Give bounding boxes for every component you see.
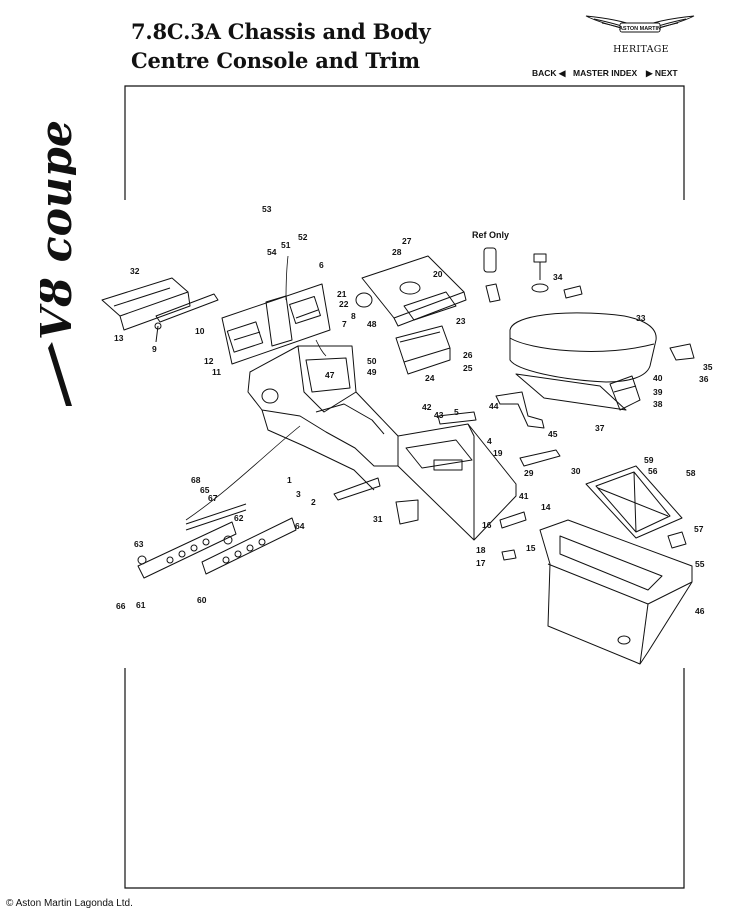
callout-52: 52 xyxy=(298,232,308,242)
callout-44: 44 xyxy=(489,401,499,411)
callout-60: 60 xyxy=(197,595,207,605)
callout-4: 4 xyxy=(487,436,492,446)
callout-33: 33 xyxy=(636,313,646,323)
callout-31: 31 xyxy=(373,514,383,524)
console-body-part xyxy=(247,345,399,491)
callout-12: 12 xyxy=(204,356,214,366)
brand-heritage-label: HERITAGE xyxy=(613,44,669,55)
callout-35: 35 xyxy=(703,362,713,372)
callout-37: 37 xyxy=(595,423,605,433)
callout-19: 19 xyxy=(493,448,503,458)
callout-21: 21 xyxy=(337,289,347,299)
model-logo-text: V8 coupe xyxy=(40,120,76,340)
callout-15: 15 xyxy=(526,543,536,553)
callout-18: 18 xyxy=(476,545,486,555)
callout-43: 43 xyxy=(434,410,444,420)
callout-20: 20 xyxy=(433,269,443,279)
callout-27: 27 xyxy=(402,236,412,246)
vent-assembly-part xyxy=(101,277,219,343)
callout-13: 13 xyxy=(114,333,124,343)
callout-50: 50 xyxy=(367,356,377,366)
callout-59: 59 xyxy=(644,455,654,465)
callout-65: 65 xyxy=(200,485,210,495)
brand-wordmark: ASTON MARTIN xyxy=(619,26,661,32)
callout-42: 42 xyxy=(422,402,432,412)
back-link[interactable]: BACK ◀ xyxy=(532,68,566,78)
callout-49: 49 xyxy=(367,367,377,377)
callout-14: 14 xyxy=(541,502,551,512)
callout-64: 64 xyxy=(295,521,305,531)
callout-32: 32 xyxy=(130,266,140,276)
callout-57: 57 xyxy=(694,524,704,534)
callout-26: 26 xyxy=(463,350,473,360)
callout-11: 11 xyxy=(212,367,221,377)
callout-24: 24 xyxy=(425,373,435,383)
callout-2: 2 xyxy=(311,497,316,507)
callout-66: 66 xyxy=(116,601,126,611)
armrest-lid-part xyxy=(509,312,657,411)
callout-28: 28 xyxy=(392,247,402,257)
ref-only-label: Ref Only xyxy=(472,230,509,240)
callout-3: 3 xyxy=(296,489,301,499)
bin-lid-part xyxy=(585,465,687,549)
misc-brackets xyxy=(333,343,695,561)
callout-5: 5 xyxy=(454,407,459,417)
side-trim-panels-part xyxy=(137,503,297,579)
ref-only-parts xyxy=(483,247,583,303)
callout-53: 53 xyxy=(262,204,272,214)
aston-martin-wings-logo: ASTON MARTIN xyxy=(585,15,695,33)
callout-62: 62 xyxy=(234,513,244,523)
page-title-line1: 7.8C.3A Chassis and Body xyxy=(131,19,431,44)
callout-6: 6 xyxy=(319,260,324,270)
copyright-notice: © Aston Martin Lagonda Ltd. xyxy=(6,898,133,909)
callout-40: 40 xyxy=(653,373,663,383)
callout-55: 55 xyxy=(695,559,705,569)
callout-30: 30 xyxy=(571,466,581,476)
callout-38: 38 xyxy=(653,399,663,409)
callout-8: 8 xyxy=(351,311,356,321)
ashtray-lid-part xyxy=(355,255,467,327)
page-title-line2: Centre Console and Trim xyxy=(131,48,420,73)
callout-29: 29 xyxy=(524,468,534,478)
rear-console-box-part xyxy=(397,423,517,541)
handbrake-part xyxy=(495,391,561,467)
callout-17: 17 xyxy=(476,558,486,568)
callout-51: 51 xyxy=(281,240,291,250)
callout-63: 63 xyxy=(134,539,144,549)
callout-41: 41 xyxy=(519,491,529,501)
next-link[interactable]: ▶ NEXT xyxy=(646,68,678,78)
callout-16: 16 xyxy=(482,520,492,530)
part-callouts: 1234567891011121314151617181920212223242… xyxy=(114,204,713,616)
callout-58: 58 xyxy=(686,468,696,478)
cup-holder-tray-part xyxy=(395,325,451,375)
callout-48: 48 xyxy=(367,319,377,329)
callout-45: 45 xyxy=(548,429,558,439)
callout-10: 10 xyxy=(195,326,205,336)
storage-bin-part xyxy=(539,519,693,665)
master-index-link[interactable]: MASTER INDEX xyxy=(573,68,638,78)
callout-34: 34 xyxy=(553,272,563,282)
callout-25: 25 xyxy=(463,363,473,373)
callout-54: 54 xyxy=(267,247,277,257)
front-bezel-part xyxy=(221,283,331,365)
callout-36: 36 xyxy=(699,374,709,384)
callout-46: 46 xyxy=(695,606,705,616)
callout-61: 61 xyxy=(136,600,146,610)
callout-67: 67 xyxy=(208,493,218,503)
callout-56: 56 xyxy=(648,466,658,476)
callout-47: 47 xyxy=(325,370,335,380)
callout-68: 68 xyxy=(191,475,201,485)
callout-9: 9 xyxy=(152,344,157,354)
callout-23: 23 xyxy=(456,316,466,326)
callout-39: 39 xyxy=(653,387,663,397)
callout-7: 7 xyxy=(342,319,347,329)
callout-1: 1 xyxy=(287,475,292,485)
v8-coupe-logo: V8 coupe V8 coupe xyxy=(40,120,76,406)
callout-22: 22 xyxy=(339,299,349,309)
